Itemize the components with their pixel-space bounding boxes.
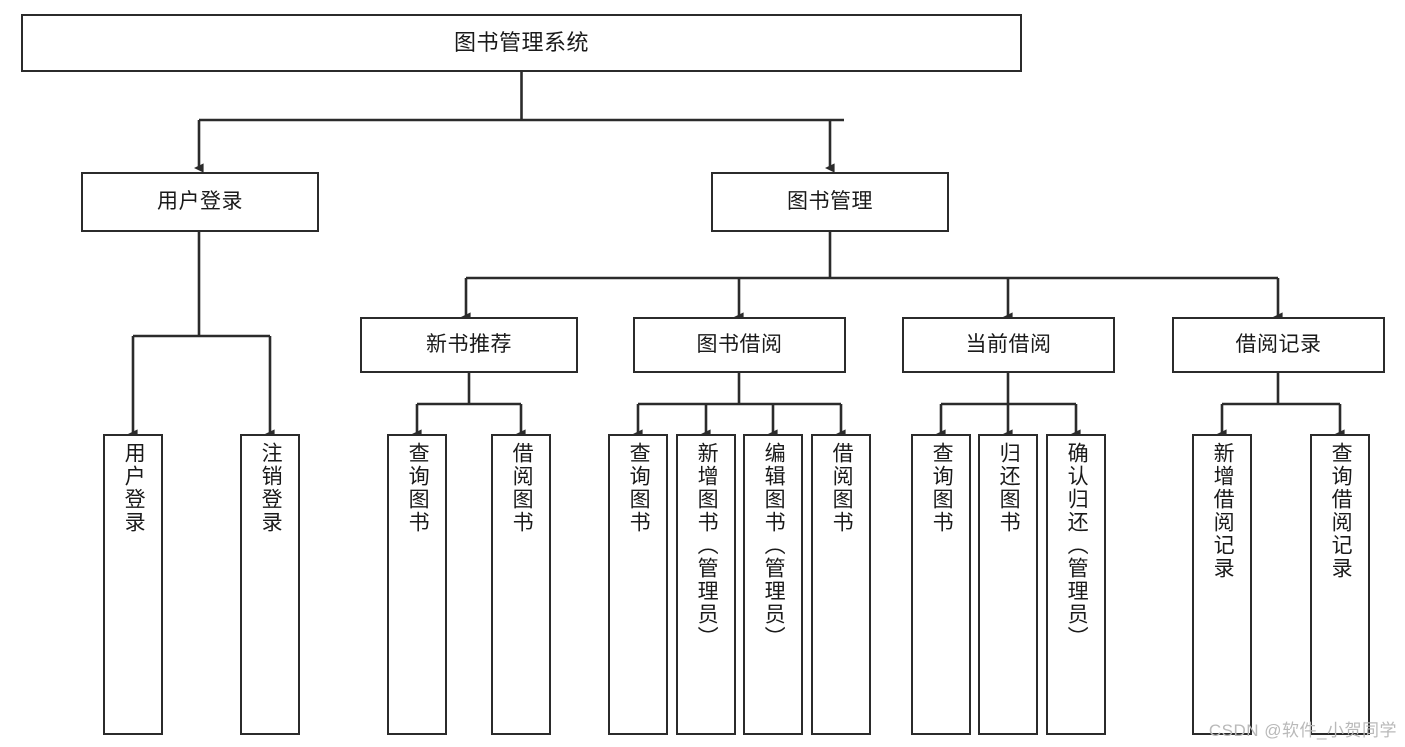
node-label: 新增图书（管理员）: [695, 442, 719, 649]
leaf-new-book-borrow-book[interactable]: 借阅图书: [491, 434, 551, 735]
leaf-user-login-logout[interactable]: 注销登录: [240, 434, 300, 735]
leaf-book-borrow-edit-book-admin[interactable]: 编辑图书（管理员）: [743, 434, 803, 735]
leaf-new-book-query-book[interactable]: 查询图书: [387, 434, 447, 735]
node-label: 新书推荐: [426, 333, 512, 357]
leaf-book-borrow-add-book-admin[interactable]: 新增图书（管理员）: [676, 434, 736, 735]
node-label: 用户登录: [122, 442, 146, 534]
node-label: 查询借阅记录: [1329, 442, 1353, 580]
node-label: 归还图书: [997, 442, 1021, 534]
node-label: 编辑图书（管理员）: [762, 442, 786, 649]
watermark-text: CSDN @软件_小贺同学: [1208, 721, 1397, 740]
leaf-book-borrow-borrow-book[interactable]: 借阅图书: [811, 434, 871, 735]
node-label: 注销登录: [259, 442, 283, 534]
node-label: 图书借阅: [696, 333, 783, 357]
node-borrow-records[interactable]: 借阅记录: [1172, 317, 1385, 373]
leaf-user-login-login[interactable]: 用户登录: [103, 434, 163, 735]
node-label: 确认归还（管理员）: [1065, 442, 1089, 649]
node-book-borrow[interactable]: 图书借阅: [633, 317, 846, 373]
node-label: 查询图书: [930, 442, 954, 534]
node-label: 新增借阅记录: [1211, 442, 1235, 580]
node-label: 用户登录: [157, 190, 243, 214]
node-root-book-management-system[interactable]: 图书管理系统: [21, 14, 1022, 72]
node-label: 借阅记录: [1235, 333, 1322, 357]
node-label: 借阅图书: [510, 442, 534, 534]
node-label: 当前借阅: [965, 333, 1052, 357]
node-label: 查询图书: [627, 442, 651, 534]
node-label: 图书管理系统: [453, 29, 589, 55]
node-label: 图书管理: [787, 190, 873, 214]
node-label: 借阅图书: [830, 442, 854, 534]
leaf-current-borrow-return-book[interactable]: 归还图书: [978, 434, 1038, 735]
node-label: 查询图书: [406, 442, 430, 534]
node-new-book-recommend[interactable]: 新书推荐: [360, 317, 578, 373]
node-current-borrow[interactable]: 当前借阅: [902, 317, 1115, 373]
leaf-book-borrow-query-book[interactable]: 查询图书: [608, 434, 668, 735]
leaf-current-borrow-query-book[interactable]: 查询图书: [911, 434, 971, 735]
leaf-borrow-records-add-record[interactable]: 新增借阅记录: [1192, 434, 1252, 735]
node-book-management[interactable]: 图书管理: [711, 172, 949, 232]
leaf-current-borrow-confirm-return-admin[interactable]: 确认归还（管理员）: [1046, 434, 1106, 735]
leaf-borrow-records-query-record[interactable]: 查询借阅记录: [1310, 434, 1370, 735]
node-user-login[interactable]: 用户登录: [81, 172, 319, 232]
